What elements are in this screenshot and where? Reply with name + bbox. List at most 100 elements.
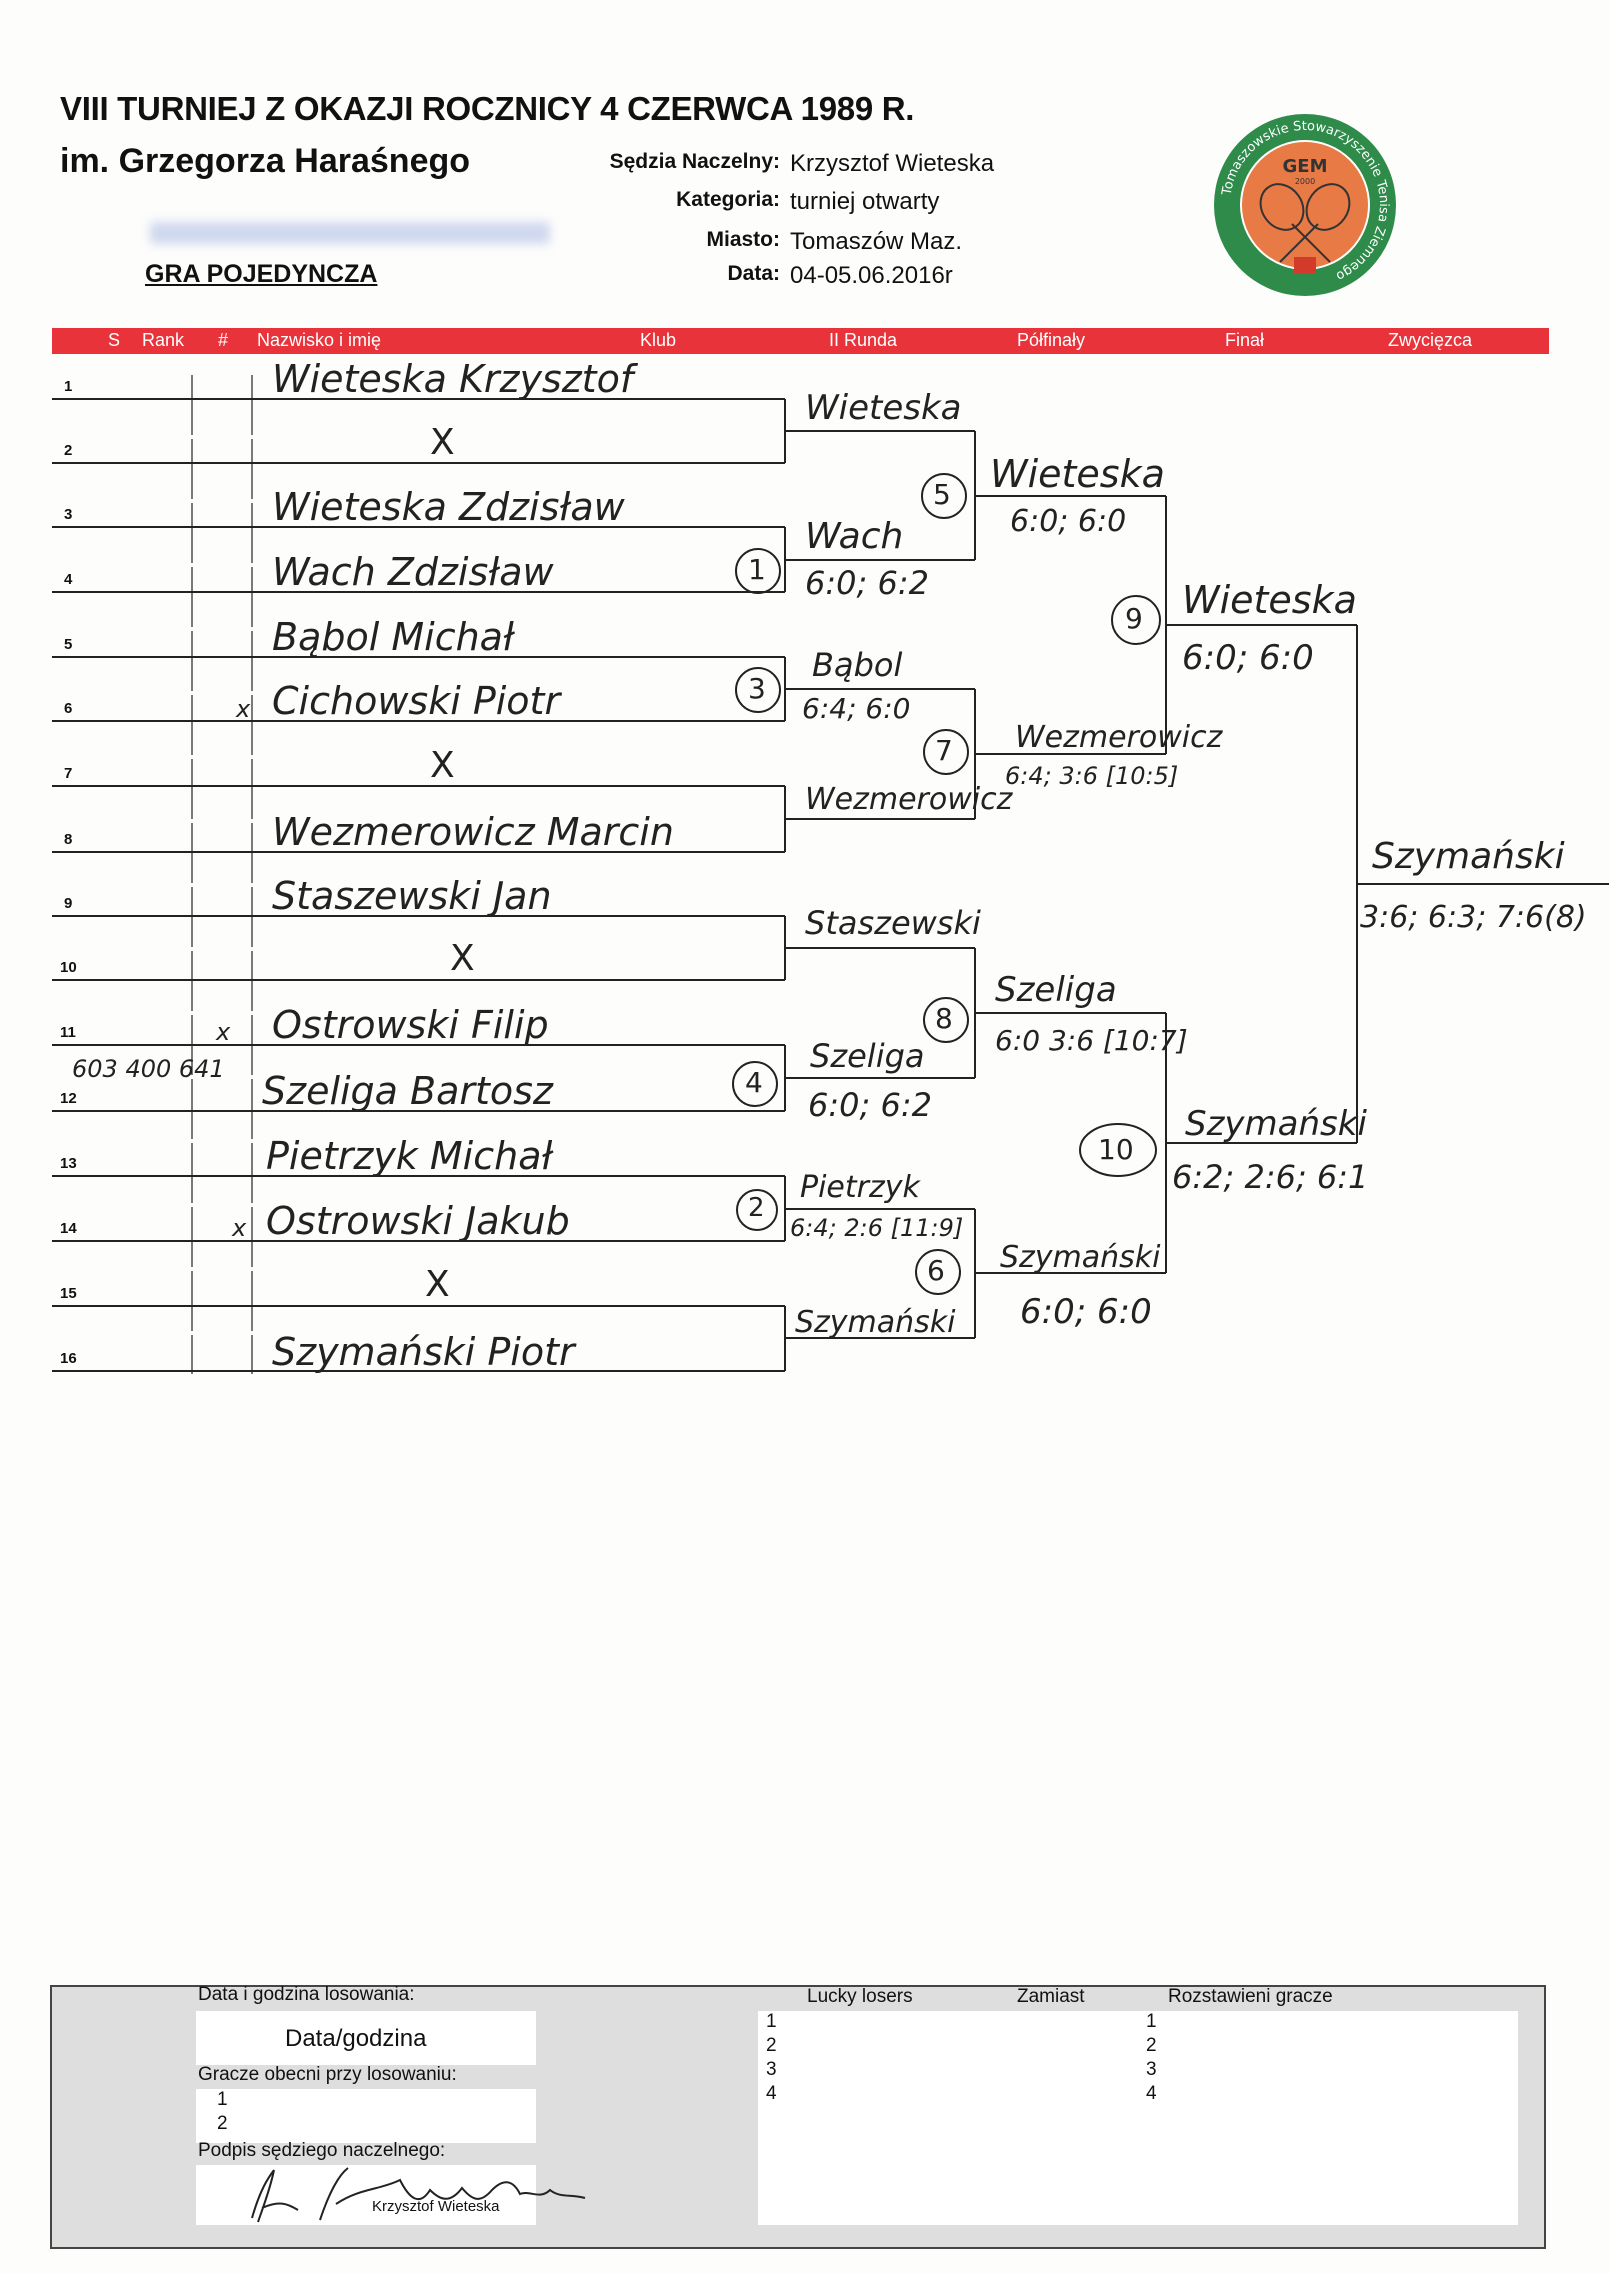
signature-label: Podpis sędziego naczelnego: <box>198 2140 446 2161</box>
seed-number: 1 <box>64 378 73 395</box>
round2-winner: Wezmerowicz <box>805 782 1013 817</box>
draw-date-value: Data/godzina <box>285 2025 427 2052</box>
court-markers <box>732 473 1161 1295</box>
coat-of-arms-icon <box>1294 257 1316 273</box>
semifinal-score: 6:0; 6:0 <box>1182 638 1314 678</box>
round2-score: 6:4; 2:6 [11:9] <box>790 1214 964 1242</box>
court-number: 4 <box>745 1066 763 1099</box>
draw-date-label: Data i godzina losowania: <box>198 1984 415 2005</box>
draw-date-field[interactable] <box>196 2011 536 2065</box>
lucky-loser-4: 4 <box>766 2083 777 2104</box>
court-circle <box>735 548 781 594</box>
champion-name: Szymański <box>1372 836 1565 877</box>
court-circle <box>921 473 967 519</box>
round2-winner: Staszewski <box>805 904 981 942</box>
semifinal-winner: Wieteska <box>1182 578 1357 622</box>
player-name: Ostrowski Jakub <box>266 1199 570 1243</box>
round2-winner: Szymański <box>795 1305 956 1340</box>
seeded-2: 2 <box>1146 2035 1157 2056</box>
present-1: 1 <box>217 2089 228 2110</box>
player-name: Wach Zdzisław <box>272 550 554 594</box>
round2-winner: Pietrzyk <box>800 1170 920 1205</box>
round2-winner: Wach <box>805 516 904 557</box>
col-s: S <box>108 330 121 350</box>
round2-winner: Wieteska <box>805 388 962 428</box>
quarterfinal-winner: Wieteska <box>990 452 1165 496</box>
referee-value: Krzysztof Wieteska <box>790 150 995 177</box>
seed-number: 13 <box>60 1155 77 1172</box>
player-name: Staszewski Jan <box>272 874 552 918</box>
quarterfinal-score: 6:4; 3:6 [10:5] <box>1005 762 1179 790</box>
tick-mark: x <box>236 695 251 723</box>
seeded-4: 4 <box>1146 2083 1157 2104</box>
category-value: turniej otwarty <box>790 188 940 215</box>
seed-number: 5 <box>64 636 73 653</box>
court-circle <box>736 1189 778 1231</box>
seed-number: 16 <box>60 1350 77 1367</box>
col-semifinals: Półfinały <box>1017 330 1086 350</box>
present-2: 2 <box>217 2113 228 2134</box>
seeded-1: 1 <box>1146 2011 1157 2032</box>
court-number: 8 <box>935 1002 953 1035</box>
lucky-losers-label: Lucky losers <box>807 1986 913 2007</box>
city-label: Miasto: <box>706 228 781 251</box>
bracket-lines <box>52 375 1609 1374</box>
court-circle <box>1111 595 1161 645</box>
seeded-label: Rozstawieni gracze <box>1168 1986 1333 2007</box>
tournament-title: VIII TURNIEJ Z OKAZJI ROCZNICY 4 CZERWCA… <box>60 90 915 127</box>
present-field[interactable] <box>196 2089 536 2143</box>
club-logo: Tomaszowskie Stowarzyszenie Tenisa Ziemn… <box>1214 114 1396 296</box>
player-name: Wezmerowicz Marcin <box>272 810 674 854</box>
event-type: GRA POJEDYNCZA <box>145 260 378 288</box>
col-hash: # <box>218 330 229 350</box>
seed-number: 14 <box>60 1220 77 1237</box>
col-rank: Rank <box>142 330 185 350</box>
round2-score: 6:0; 6:2 <box>808 1086 932 1124</box>
tournament-subtitle: im. Grzegorza Haraśnego <box>60 142 471 180</box>
seed-number: 3 <box>64 506 73 523</box>
lucky-loser-3: 3 <box>766 2059 777 2080</box>
tick-mark: x <box>216 1018 231 1046</box>
referee-printed-name: Krzysztof Wieteska <box>372 2198 500 2215</box>
col-winner: Zwycięzca <box>1388 330 1473 350</box>
date-label: Data: <box>727 262 780 285</box>
final-score: 3:6; 6:3; 7:6(8) <box>1360 900 1587 935</box>
logo-acronym: GEM <box>1283 156 1328 177</box>
court-number: 6 <box>927 1254 945 1287</box>
seed-number: 12 <box>60 1090 77 1107</box>
court-circle <box>735 667 781 713</box>
player-name: Bąbol Michał <box>272 615 514 659</box>
seed-number: 7 <box>64 765 73 782</box>
court-number: 10 <box>1098 1133 1134 1166</box>
referee-label: Sędzia Naczelny: <box>609 150 780 173</box>
date-value: 04-05.06.2016r <box>790 262 953 289</box>
instead-label: Zamiast <box>1017 1986 1085 2007</box>
seed-number: 10 <box>60 959 77 976</box>
player-name: Cichowski Piotr <box>272 679 561 723</box>
round2-winner: Szeliga <box>810 1037 925 1075</box>
court-circle <box>915 1249 961 1295</box>
seed-number: 11 <box>60 1024 76 1041</box>
quarterfinal-winner: Wezmerowicz <box>1015 720 1223 755</box>
court-number: 1 <box>748 553 766 586</box>
round2-score: 6:0; 6:2 <box>805 564 929 602</box>
seed-number: 4 <box>64 571 73 588</box>
player-bye: X <box>430 422 455 463</box>
round2-winner: Bąbol <box>812 646 903 684</box>
referee-signature <box>251 2167 586 2223</box>
court-number: 7 <box>935 734 953 767</box>
lucky-loser-1: 1 <box>766 2011 777 2032</box>
seed-number: 8 <box>64 831 73 848</box>
quarterfinal-score: 6:0; 6:0 <box>1010 504 1127 539</box>
player-name: Szeliga Bartosz <box>262 1069 553 1113</box>
semifinal-winner: Szymański <box>1185 1104 1367 1144</box>
seed-number: 15 <box>60 1285 77 1302</box>
quarterfinal-score: 6:0 3:6 [10:7] <box>995 1024 1188 1057</box>
quarterfinal-score: 6:0; 6:0 <box>1020 1292 1152 1332</box>
player-bye: X <box>425 1264 450 1305</box>
lucky-loser-2: 2 <box>766 2035 777 2056</box>
col-name: Nazwisko i imię <box>257 330 382 350</box>
col-round2: II Runda <box>829 330 898 350</box>
player-name: Szymański Piotr <box>272 1330 575 1374</box>
round2-score: 6:4; 6:0 <box>802 692 911 725</box>
